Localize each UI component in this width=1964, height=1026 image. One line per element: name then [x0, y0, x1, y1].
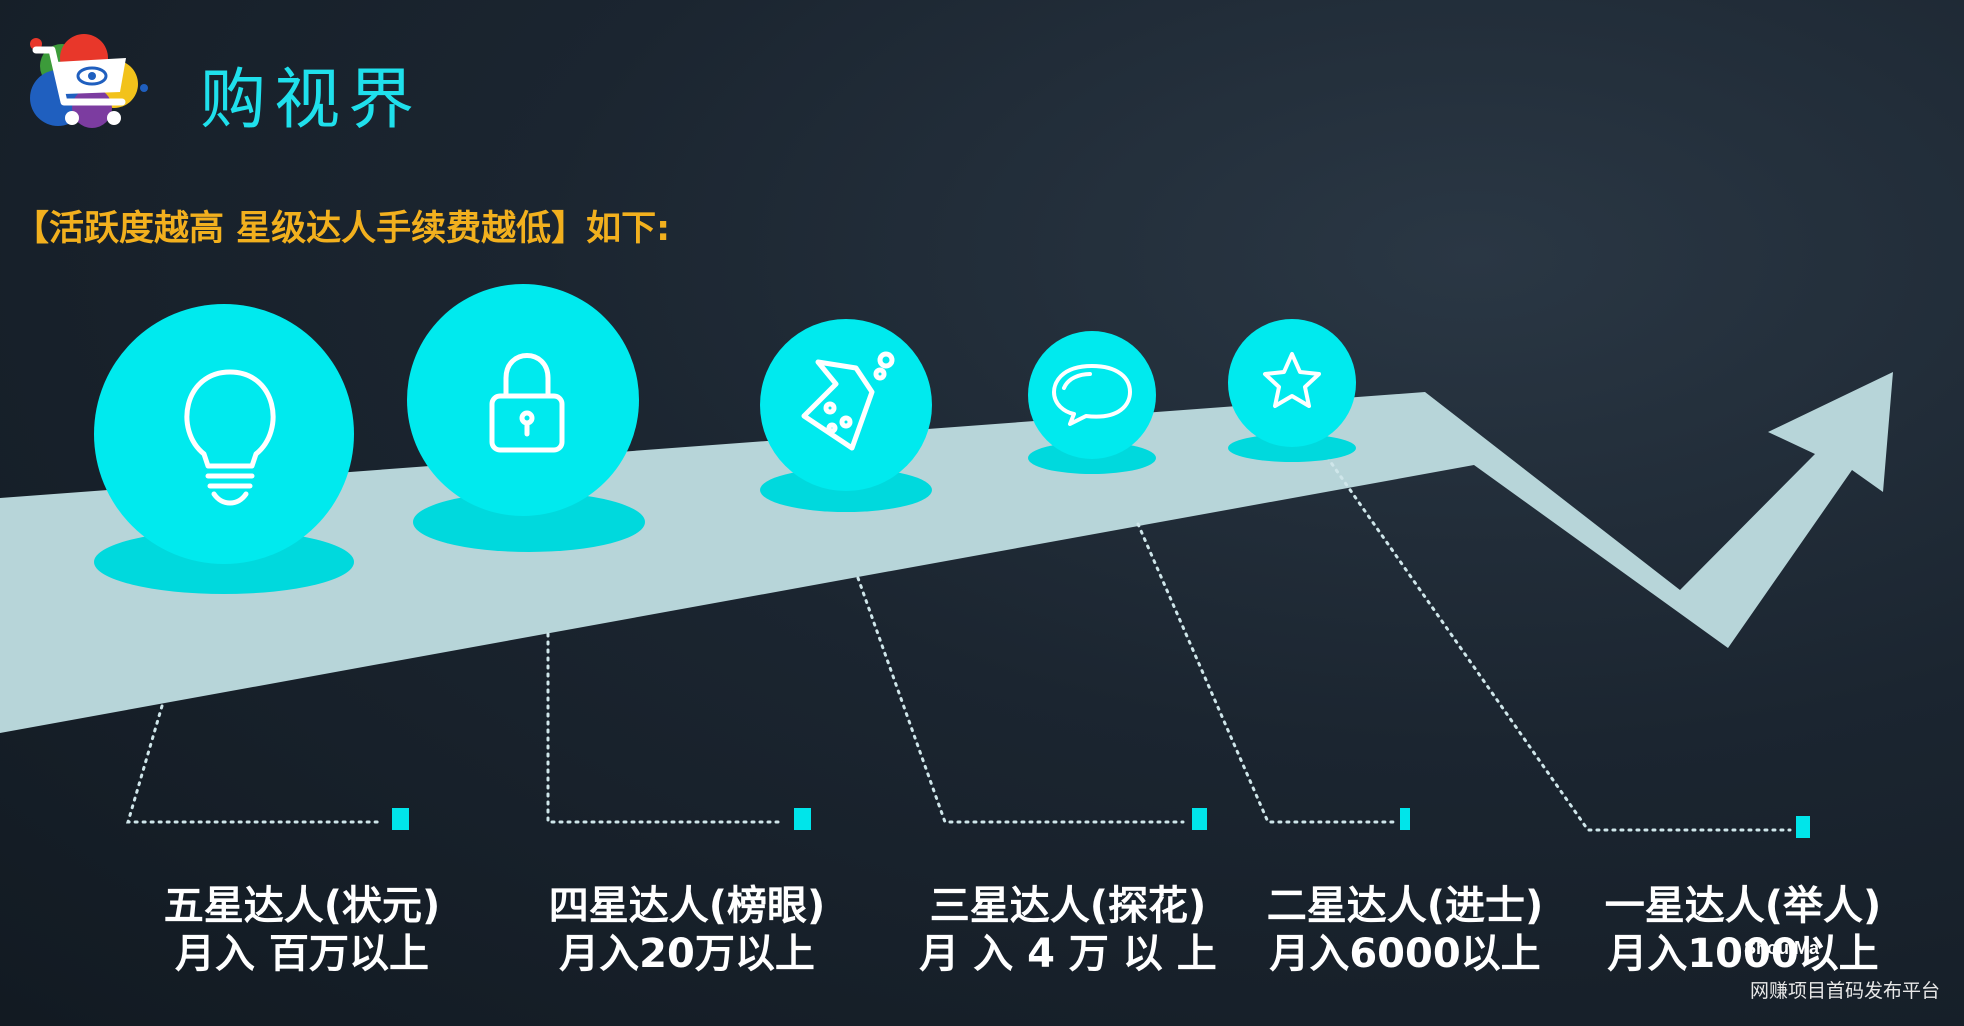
shopping-cart-logo-icon	[30, 34, 148, 128]
level-circle-1	[94, 304, 354, 564]
level-label-two-star: 二星达人(进士) 月入6000以上	[1240, 882, 1570, 978]
level-circle-5	[1228, 319, 1356, 447]
level-circle-2	[407, 284, 639, 516]
level-title: 一星达人(举人)	[1604, 883, 1882, 929]
leader-end-marker	[392, 808, 409, 830]
leader-end-marker	[1400, 808, 1410, 830]
circle-shadow-5	[1228, 434, 1356, 462]
leader-end-marker	[794, 808, 811, 830]
level-income: 月入6000以上	[1269, 931, 1541, 977]
chat-bubble-icon	[1052, 364, 1132, 426]
level-income: 月入 百万以上	[175, 931, 429, 977]
level-circle-4	[1028, 331, 1156, 459]
leader-line-1	[125, 704, 384, 824]
star-icon	[1263, 352, 1321, 408]
level-title: 四星达人(榜眼)	[548, 883, 826, 929]
page-subtitle: 【活跃度越高 星级达人手续费越低】如下:	[14, 209, 671, 249]
leader-end-marker	[1796, 816, 1810, 838]
level-income: 月 入 4 万 以 上	[919, 931, 1217, 977]
level-income: 月入1000以上	[1607, 931, 1879, 977]
watermark-brand: Shou.Ma	[1744, 938, 1819, 958]
level-title: 二星达人(进士)	[1266, 883, 1544, 929]
brand-name: 购视界	[200, 61, 422, 138]
level-label-three-star: 三星达人(探花) 月 入 4 万 以 上	[903, 882, 1233, 978]
leader-line-5	[1316, 442, 1792, 832]
level-title: 五星达人(状元)	[163, 883, 441, 929]
leader-end-marker	[1192, 808, 1207, 830]
padlock-icon	[489, 353, 565, 453]
level-title: 三星达人(探花)	[929, 883, 1207, 929]
level-income: 月入20万以上	[559, 931, 815, 977]
leader-line-3	[856, 576, 1185, 824]
lightbulb-icon	[184, 369, 276, 506]
flask-icon	[801, 351, 895, 451]
growth-arrow-ribbon	[0, 372, 1893, 733]
leader-line-4	[1136, 522, 1397, 824]
level-label-four-star: 四星达人(榜眼) 月入20万以上	[522, 882, 852, 978]
circle-shadow-2	[413, 492, 645, 552]
level-circle-3	[760, 319, 932, 491]
leader-line-2	[546, 632, 785, 824]
level-label-five-star: 五星达人(状元) 月入 百万以上	[137, 882, 467, 978]
watermark-tagline: 网赚项目首码发布平台	[1750, 980, 1941, 1002]
level-label-one-star: 一星达人(举人) 月入1000以上	[1578, 882, 1908, 978]
